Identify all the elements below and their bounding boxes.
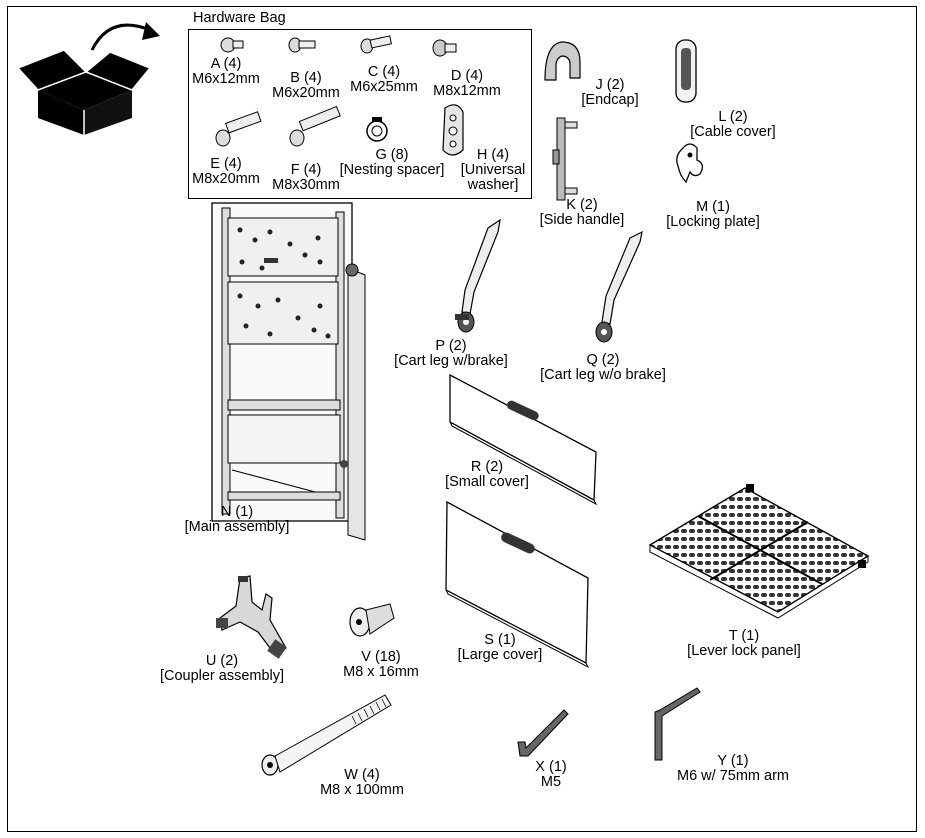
part-label-w: W (4)M8 x 100mm [320,767,404,798]
part-label-a: A (4)M6x12mm [192,56,260,87]
coupler-assembly-icon [216,575,287,659]
cart-leg-no-brake-icon [595,230,643,343]
part-label-n: N (1)[Main assembly] [184,504,290,535]
side-handle-icon [552,117,578,201]
screw-v-icon [349,603,395,637]
small-cover-icon [449,373,598,506]
hex-key-x-icon [517,709,569,757]
part-label-e: E (4)M8x20mm [192,156,260,187]
curved-arrow-icon [90,22,160,51]
part-label-p: P (2)[Cart leg w/brake] [394,338,508,369]
part-label-k: K (2)[Side handle] [539,197,625,228]
part-label-v: V (18)M8 x 16mm [343,649,419,680]
hardware-bag-box [188,29,532,199]
part-label-u: U (2)[Coupler assembly] [159,653,285,684]
large-cover-icon [445,500,590,669]
endcap-icon [544,41,581,81]
screw-a-icon [220,37,244,53]
part-label-c: C (4)M6x25mm [350,64,418,95]
part-label-m: M (1)[Locking plate] [666,199,760,230]
main-assembly-icon [211,202,366,541]
part-label-y: Y (1)M6 w/ 75mm arm [677,753,789,784]
nesting-spacer-icon [366,117,388,142]
part-label-q: Q (2)[Cart leg w/o brake] [540,352,666,383]
screw-d-icon [432,39,457,57]
cart-leg-brake-icon [455,218,501,333]
bolt-w-icon [261,694,392,776]
box-icon [16,49,152,135]
part-label-f: F (4)M8x30mm [272,162,340,193]
screw-f-icon [289,105,341,147]
part-label-j: J (2)[Endcap] [581,77,639,108]
part-label-x: X (1)M5 [535,759,567,790]
screw-e-icon [215,111,262,147]
screw-b-icon [288,37,316,53]
part-label-g: G (8)[Nesting spacer] [339,147,445,178]
diagram-frame [7,6,917,832]
part-label-s: S (1)[Large cover] [457,632,543,663]
part-label-t: T (1)[Lever lock panel] [687,628,801,659]
hardware-bag-title: Hardware Bag [193,10,286,26]
part-label-l: L (2)[Cable cover] [690,109,776,140]
screw-c-icon [360,35,392,54]
part-label-b: B (4)M6x20mm [272,70,340,101]
lever-lock-panel-icon [648,484,870,619]
part-label-r: R (2)[Small cover] [445,459,529,490]
cable-cover-icon [675,39,697,103]
locking-plate-icon [676,143,704,184]
hex-key-y-icon [654,687,701,761]
part-label-d: D (4)M8x12mm [433,68,501,99]
universal-washer-icon [442,104,464,156]
